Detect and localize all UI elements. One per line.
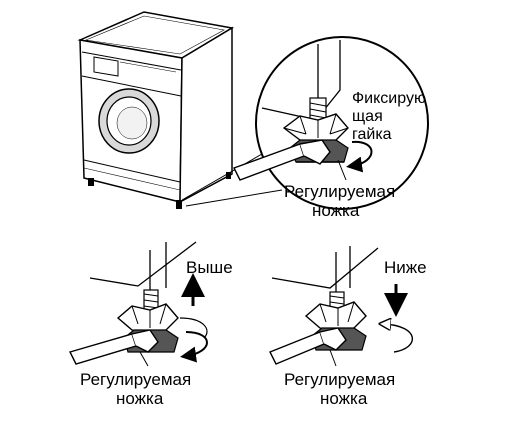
foot-rear-right bbox=[226, 172, 231, 179]
lock-nut-label-1: Фиксирую bbox=[352, 90, 426, 107]
lower-foot-detail: Ниже Регулируемая ножка bbox=[269, 246, 427, 408]
adjustable-foot-label-1: Регулируемая bbox=[284, 182, 395, 201]
lower-label: Ниже bbox=[384, 258, 427, 277]
rotate-arrow-icon bbox=[180, 331, 208, 363]
zoom-pointer-lower bbox=[185, 189, 283, 207]
higher-label: Выше bbox=[186, 258, 233, 277]
adjustable-foot-label-2: ножка bbox=[312, 201, 360, 220]
left-foot-label-2: ножка bbox=[116, 389, 164, 408]
zoom-detail: Фиксирую щая гайка Регулируемая ножка bbox=[233, 36, 429, 220]
washing-machine bbox=[77, 11, 235, 209]
right-foot-label-1: Регулируемая bbox=[284, 370, 395, 389]
foot-front-left bbox=[88, 178, 94, 186]
left-foot-label-1: Регулируемая bbox=[80, 370, 191, 389]
rotate-guide-icon bbox=[179, 317, 208, 339]
rotate-arrow-icon bbox=[346, 140, 373, 173]
right-foot-label-2: ножка bbox=[320, 389, 368, 408]
zoom-pointer-upper bbox=[181, 153, 263, 201]
rotate-ccw-arrow-icon bbox=[384, 324, 413, 353]
raise-foot-detail: Выше Регулируемая ножка bbox=[68, 241, 233, 408]
foot-front-right bbox=[176, 200, 182, 209]
washer-door bbox=[98, 88, 160, 154]
lock-nut-label-3: гайка bbox=[352, 126, 392, 143]
lock-nut-label-2: щая bbox=[352, 108, 383, 125]
wrench-icon bbox=[233, 139, 331, 181]
